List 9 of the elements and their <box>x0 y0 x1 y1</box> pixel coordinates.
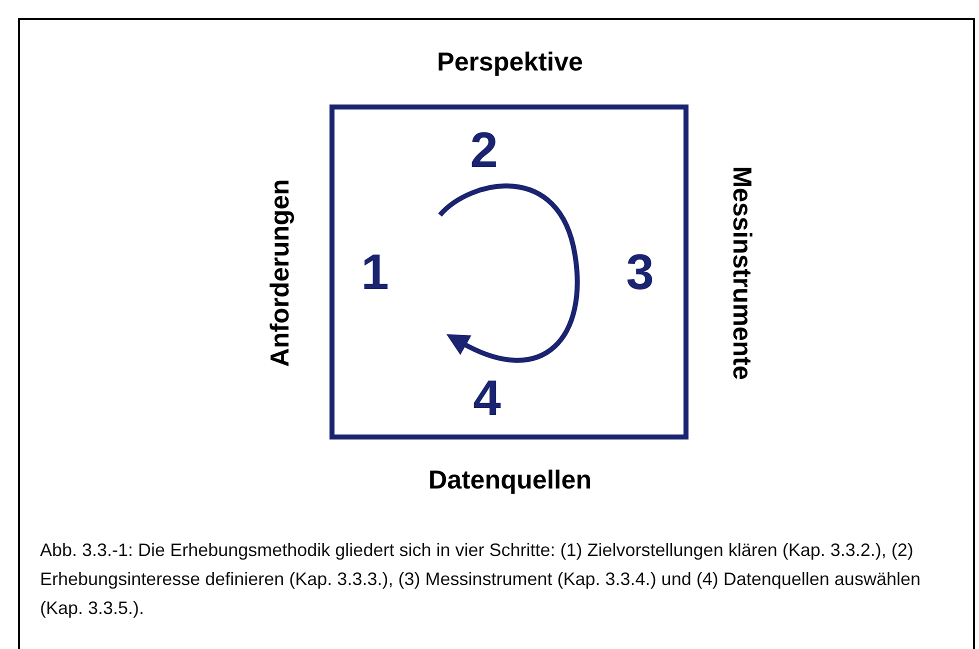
figure-caption: Abb. 3.3.-1: Die Erhebungsmethodik gliedert sich in vier Schritte: (1) Zielvorstellungen klären (Kap. 3.3.2.), (2) Erhebungsinteresse definieren (Kap. 3.3.3.), (3) Messinstrument (Kap. 3.3.4.) und (4) Datenquellen auswählen (Kap. 3.3.5.). <box>40 539 922 620</box>
step-number: 4 <box>473 369 501 427</box>
step-number: 1 <box>361 243 389 301</box>
side-label: Anforderungen <box>264 179 296 367</box>
step-number: 3 <box>626 243 654 301</box>
side-label: Messinstrumente <box>726 166 758 380</box>
heading-label: Datenquellen <box>428 464 592 496</box>
heading-label: Perspektive <box>437 46 583 78</box>
step-number: 2 <box>470 121 498 179</box>
